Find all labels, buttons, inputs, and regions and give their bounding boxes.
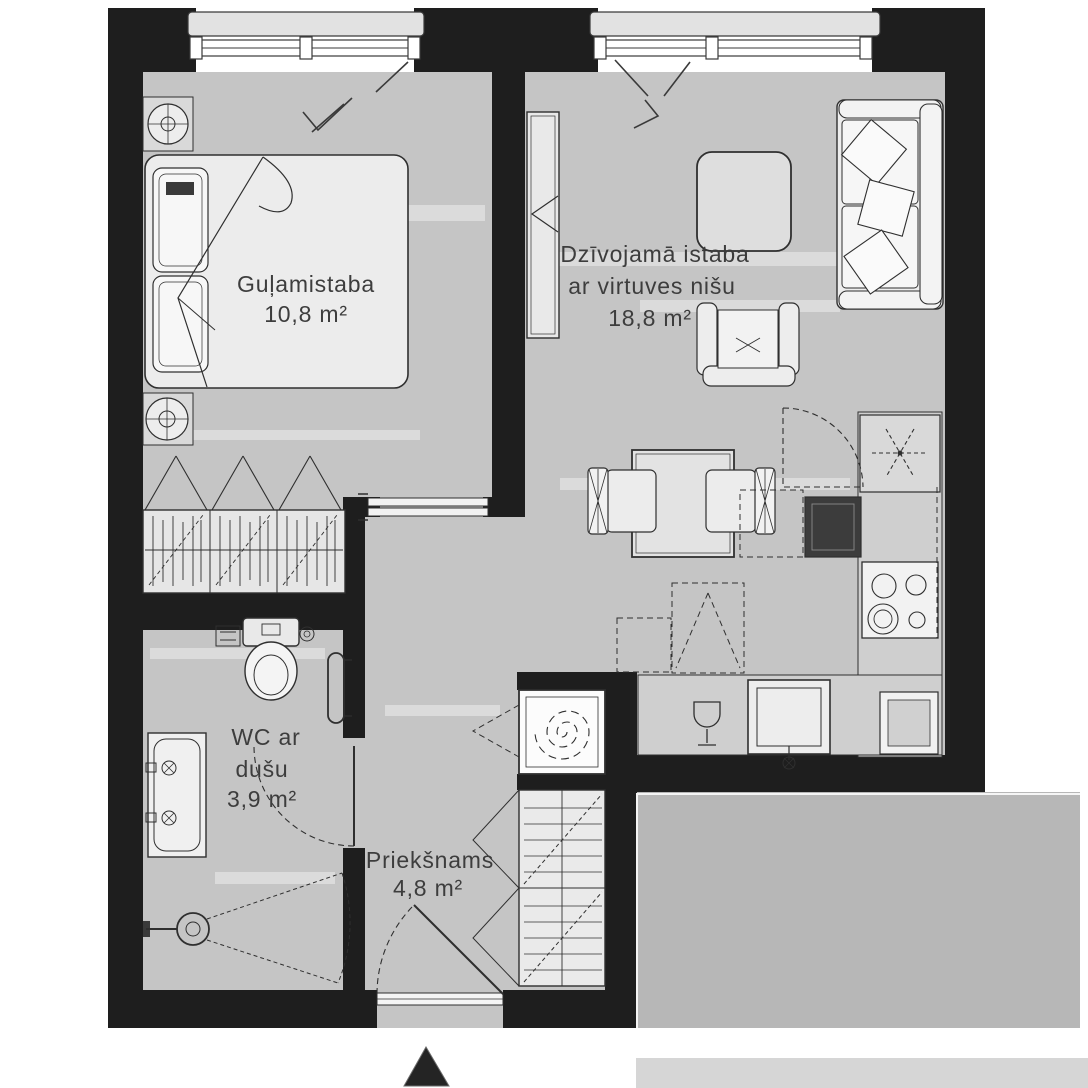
hallway-label: Priekšnams: [366, 847, 494, 873]
entrance-direction-marker: [403, 1045, 450, 1087]
bed: [144, 154, 409, 389]
washbasin: [145, 732, 207, 858]
washer-door-swing: [471, 704, 520, 758]
toilet: [242, 617, 300, 701]
wall-bathroom-east-b: [343, 848, 365, 1028]
living-room-label-line1: Dzīvojamā istaba: [560, 241, 749, 267]
wall-bathroom-north: [108, 593, 348, 630]
tv-sideboard: [526, 111, 560, 339]
bedroom-label: Guļamistaba: [237, 271, 375, 297]
bottom-band: [636, 1058, 1088, 1088]
wall-left: [108, 8, 143, 1028]
wall-hall-east: [605, 672, 637, 1028]
upper-cabinets-dashed: [616, 487, 938, 674]
bedroom-furniture: [142, 96, 489, 594]
adjacent-area: [637, 792, 1080, 1028]
walls: [108, 8, 985, 1028]
wall-bedroom-living: [492, 8, 525, 517]
furniture: [142, 96, 944, 1006]
sofa-pillow: [843, 229, 909, 295]
living-room-furniture: [526, 99, 944, 558]
wall-kitchen-south: [612, 755, 985, 792]
towel-rail: [327, 652, 352, 724]
wall-top-a: [108, 8, 196, 72]
bathroom-label-line2: dušu: [235, 756, 288, 782]
oven: [804, 496, 862, 558]
bedroom-window-sill: [187, 11, 425, 37]
room-labels: Guļamistaba 10,8 m² Dzīvojamā istaba ar …: [227, 241, 749, 901]
bathroom-fixtures: [143, 617, 355, 984]
toilet-paper-holder: [215, 625, 241, 647]
washer-drum-icon: [534, 710, 590, 760]
bedroom-window-mullion: [299, 36, 313, 60]
hallway-area: 4,8 m²: [393, 875, 463, 901]
living-window-sill: [589, 11, 881, 37]
shower: [143, 872, 351, 984]
bedroom-window-mullion: [189, 36, 203, 60]
living-room-label-line2: ar virtuves nišu: [568, 273, 735, 299]
wall-bathroom-east-a: [343, 497, 365, 738]
sofa-pillow: [857, 179, 915, 237]
table: [696, 151, 792, 252]
wall-bottom-a: [108, 990, 377, 1028]
fridge-door-swing: [782, 407, 864, 488]
bedroom-window-mullion: [407, 36, 421, 60]
faucet-icon: [161, 810, 177, 826]
bedroom-sliding-door: [358, 493, 489, 521]
bathroom-label-line1: WC ar: [231, 724, 300, 750]
bathroom-area: 3,9 m²: [227, 786, 297, 812]
wall-washer-niche-bottom: [517, 774, 609, 790]
living-window-mullion: [705, 36, 719, 60]
drain-icon: [299, 626, 315, 642]
outside-area: [636, 792, 1088, 1088]
faucet-icon: [782, 756, 796, 770]
kitchen: [616, 407, 943, 770]
bathroom-door-swing: [253, 745, 355, 847]
fridge: [782, 407, 941, 493]
blanket-fold: [258, 156, 293, 213]
hall-wardrobe: [472, 789, 606, 987]
sofa-pillow: [840, 118, 908, 186]
dining-chair: [705, 469, 757, 533]
bathroom-door: [253, 745, 355, 847]
living-window-mullion: [859, 36, 873, 60]
dining-set: [587, 449, 776, 558]
faucet-icon: [161, 760, 177, 776]
armchair: [696, 302, 800, 387]
shower-spray: [206, 872, 351, 984]
windows: [187, 11, 881, 133]
shower-head-icon: [176, 912, 210, 946]
wall-bedroom-south-b: [483, 497, 525, 517]
wardrobe-open-doors: [472, 789, 520, 987]
living-room-area: 18,8 m²: [608, 305, 692, 331]
bedroom-wardrobe: [142, 455, 346, 594]
living-window-mullion: [593, 36, 607, 60]
bedroom-area: 10,8 m²: [264, 301, 348, 327]
sofa: [836, 99, 944, 310]
entrance-door: [376, 904, 504, 1006]
dining-chair: [605, 469, 657, 533]
pillow: [152, 275, 209, 373]
hob: [861, 561, 939, 639]
wall-right: [945, 8, 985, 792]
kitchen-sink: [747, 679, 831, 770]
entrance-door-swing: [376, 904, 415, 995]
entrance-door-leaf: [413, 904, 504, 995]
tv: [530, 195, 559, 233]
washing-machine: [471, 689, 606, 775]
dishwasher-glass-icon: [693, 701, 721, 746]
wall-washer-niche-top: [517, 672, 637, 690]
